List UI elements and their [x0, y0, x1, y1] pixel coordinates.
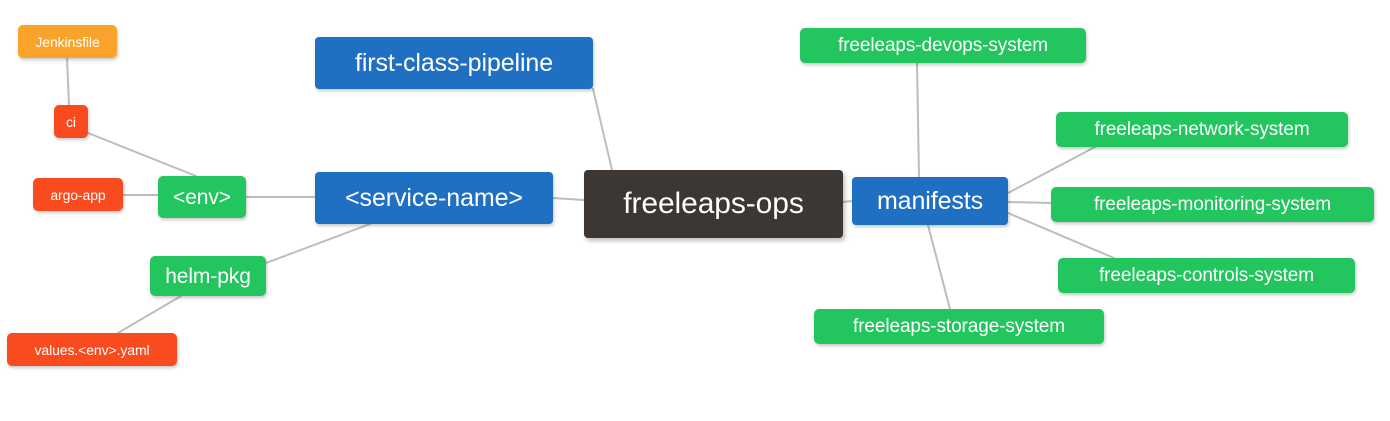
- node-valuesyaml[interactable]: values.<env>.yaml: [7, 333, 177, 366]
- node-storage[interactable]: freeleaps-storage-system: [814, 309, 1104, 344]
- node-jenkins[interactable]: Jenkinsfile: [18, 25, 117, 58]
- edge-env-to-ci: [87, 132, 197, 177]
- node-root[interactable]: freeleaps-ops: [584, 170, 843, 238]
- edge-root-to-pipeline: [592, 88, 613, 171]
- node-monitoring[interactable]: freeleaps-monitoring-system: [1051, 187, 1374, 222]
- edge-helmpkg-to-valuesyaml: [117, 295, 182, 334]
- node-service[interactable]: <service-name>: [315, 172, 553, 224]
- node-env[interactable]: <env>: [158, 176, 246, 218]
- edge-root-to-service: [552, 197, 585, 201]
- node-controls[interactable]: freeleaps-controls-system: [1058, 258, 1355, 293]
- node-manifests[interactable]: manifests: [852, 177, 1008, 225]
- edge-root-to-manifests: [842, 200, 853, 203]
- edge-service-to-helmpkg: [265, 223, 371, 264]
- node-devops[interactable]: freeleaps-devops-system: [800, 28, 1086, 63]
- edge-ci-to-jenkins: [66, 57, 70, 106]
- node-pipeline[interactable]: first-class-pipeline: [315, 37, 593, 89]
- edge-manifests-to-devops: [916, 62, 920, 178]
- edge-manifests-to-monitoring: [1007, 201, 1052, 204]
- node-argoapp[interactable]: argo-app: [33, 178, 123, 211]
- node-ci[interactable]: ci: [54, 105, 88, 138]
- edge-manifests-to-storage: [927, 224, 951, 310]
- node-helmpkg[interactable]: helm-pkg: [150, 256, 266, 296]
- node-network[interactable]: freeleaps-network-system: [1056, 112, 1348, 147]
